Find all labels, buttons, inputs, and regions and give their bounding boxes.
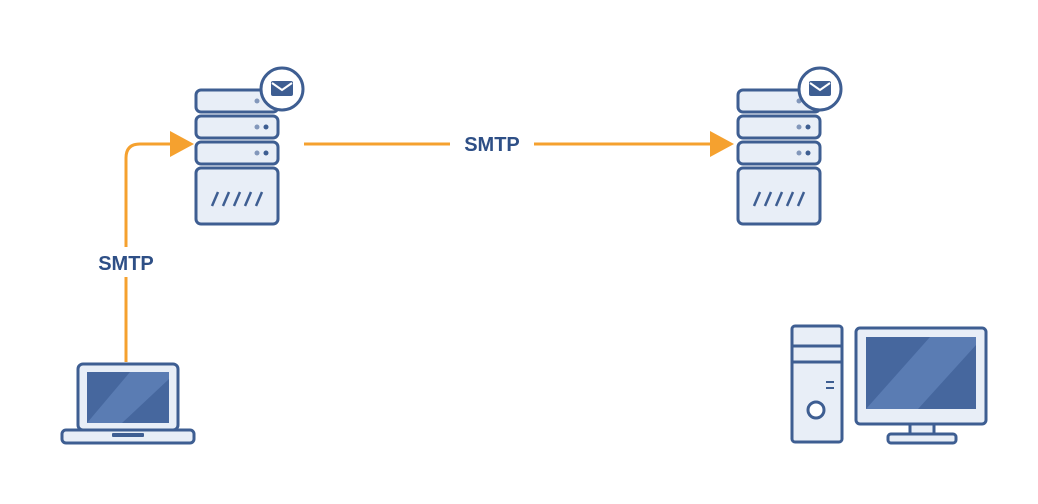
envelope-icon	[259, 66, 305, 112]
edge-laptop-to-sender-server: SMTP	[86, 131, 194, 362]
edge-label-smtp-1: SMTP	[98, 253, 154, 275]
monitor-icon	[854, 326, 988, 445]
edge-label-smtp-2: SMTP	[464, 134, 520, 156]
laptop-icon	[60, 362, 196, 445]
sender-mail-server-icon	[194, 66, 305, 226]
desktop-computer-icon	[790, 324, 988, 445]
envelope-icon	[797, 66, 843, 112]
computer-tower-icon	[790, 324, 844, 444]
receiver-mail-server-icon	[736, 66, 843, 226]
edge-sender-to-receiver-server: SMTP	[304, 128, 734, 160]
